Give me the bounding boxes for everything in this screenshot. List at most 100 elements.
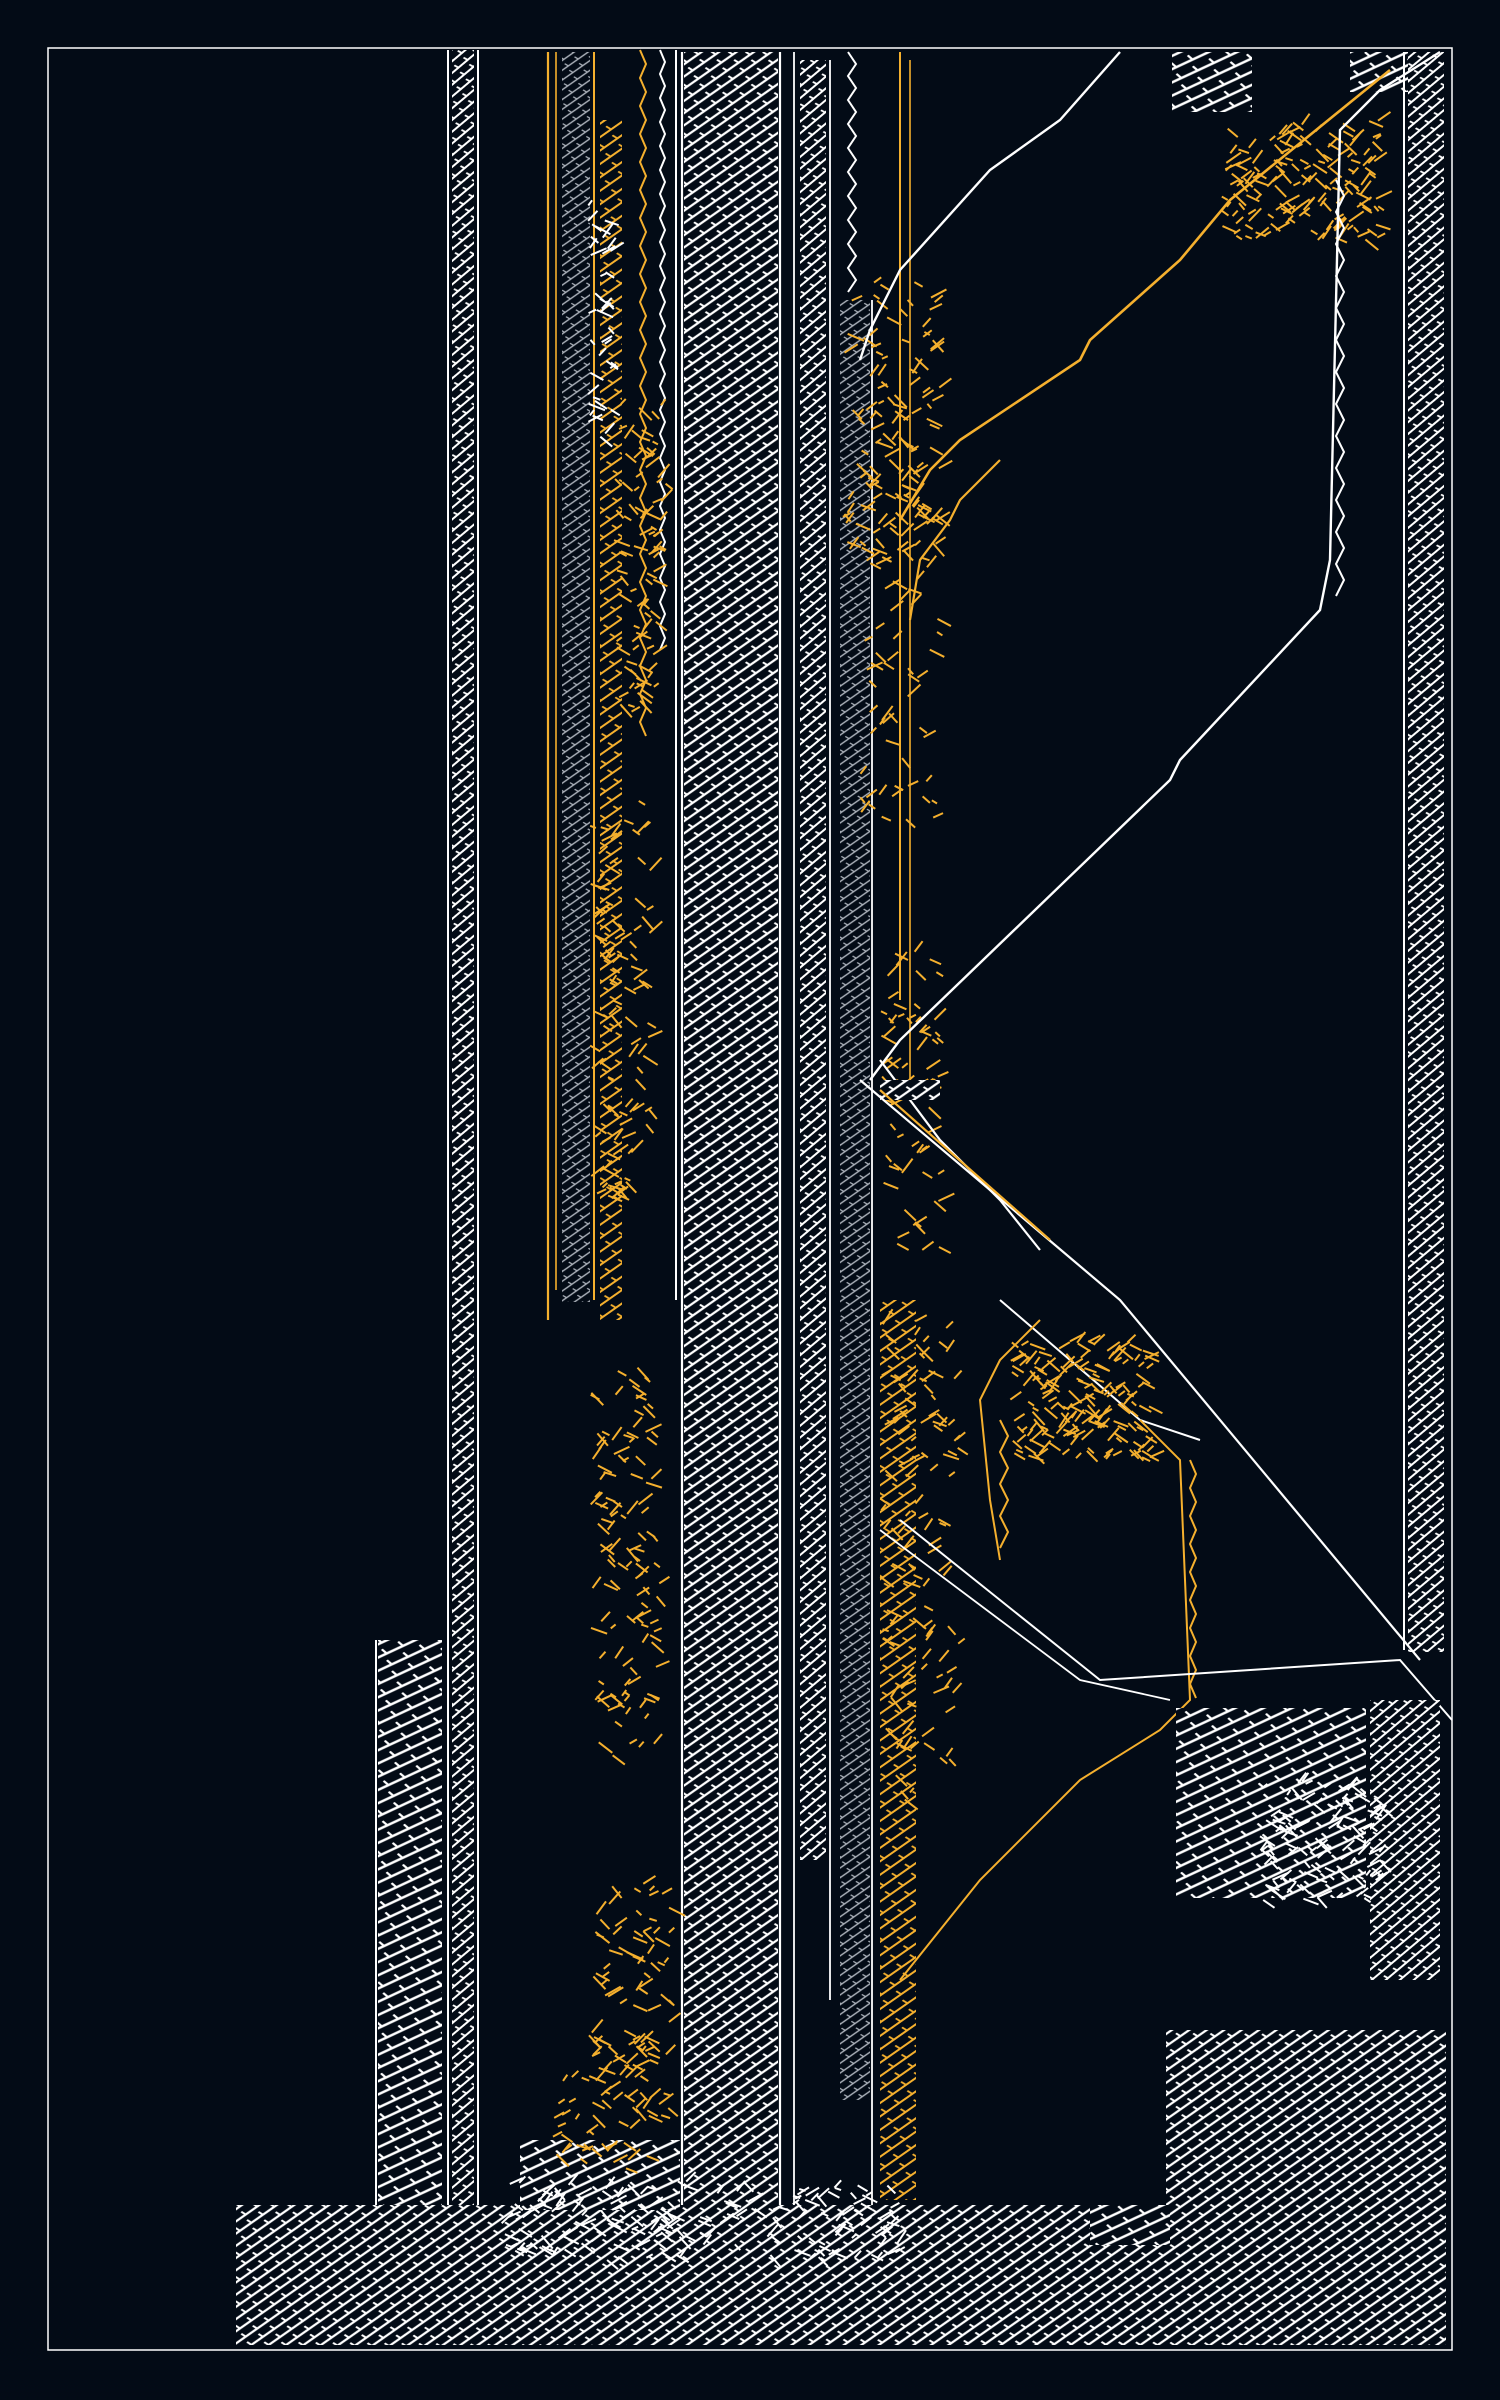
stroke-mark bbox=[915, 1314, 928, 1322]
stroke-mark bbox=[644, 1376, 651, 1383]
stroke-mark bbox=[633, 1930, 644, 1938]
stroke-mark bbox=[631, 1384, 647, 1396]
stroke-mark bbox=[597, 1693, 614, 1703]
stroke-mark bbox=[935, 536, 947, 545]
stroke-mark bbox=[725, 2202, 738, 2209]
stroke-mark bbox=[653, 1627, 663, 1633]
stroke-mark bbox=[921, 502, 933, 511]
stroke-mark bbox=[1342, 1824, 1352, 1831]
stroke-mark bbox=[913, 940, 924, 953]
stroke-mark bbox=[912, 1617, 927, 1630]
stroke-mark bbox=[1375, 1804, 1387, 1820]
stroke-mark bbox=[922, 1351, 934, 1363]
gold-diagonal bbox=[908, 459, 1001, 621]
stroke-mark bbox=[1352, 1874, 1366, 1889]
stroke-mark bbox=[629, 1102, 640, 1113]
stroke-mark bbox=[855, 522, 871, 531]
stroke-mark bbox=[641, 915, 654, 930]
stroke-mark bbox=[934, 294, 944, 303]
stroke-mark bbox=[1107, 1427, 1120, 1442]
stroke-mark bbox=[894, 952, 909, 961]
stroke-mark bbox=[919, 1145, 931, 1154]
stroke-mark bbox=[869, 410, 878, 420]
stroke-mark bbox=[642, 618, 653, 631]
stroke-mark bbox=[647, 2052, 661, 2059]
stroke-mark bbox=[660, 2251, 677, 2263]
stroke-mark bbox=[1377, 205, 1385, 212]
stroke-mark bbox=[1324, 184, 1332, 191]
stroke-mark bbox=[675, 2253, 690, 2264]
stroke-mark bbox=[599, 435, 613, 448]
stroke-mark bbox=[1134, 1353, 1141, 1362]
stroke-mark bbox=[903, 1208, 917, 1222]
stroke-mark bbox=[648, 1885, 656, 1892]
stroke-mark bbox=[634, 506, 645, 514]
stroke-mark bbox=[889, 527, 900, 536]
stroke-mark bbox=[865, 788, 878, 799]
stroke-mark bbox=[571, 2070, 580, 2078]
stroke-mark bbox=[604, 219, 620, 227]
stroke-mark bbox=[633, 1555, 641, 1562]
stroke-mark bbox=[923, 1742, 936, 1751]
stroke-mark bbox=[1013, 1413, 1026, 1422]
stroke-mark bbox=[599, 297, 615, 308]
stroke-mark bbox=[938, 1649, 950, 1663]
stroke-mark bbox=[613, 1127, 624, 1141]
stroke-mark bbox=[1373, 151, 1388, 163]
stroke-mark bbox=[592, 2225, 607, 2237]
stroke-mark bbox=[627, 2183, 640, 2197]
stroke-mark bbox=[1344, 142, 1358, 156]
stroke-mark bbox=[652, 644, 668, 656]
stroke-mark bbox=[901, 1412, 908, 1418]
stroke-mark bbox=[598, 347, 607, 357]
stroke-mark bbox=[614, 1645, 625, 1659]
stroke-mark bbox=[540, 2234, 554, 2250]
stroke-mark bbox=[596, 1436, 606, 1447]
stroke-mark bbox=[1076, 1331, 1087, 1344]
stroke-mark bbox=[1141, 1381, 1156, 1390]
stroke-mark bbox=[624, 1177, 631, 1182]
stroke-mark bbox=[937, 1518, 952, 1527]
stroke-mark bbox=[933, 1424, 944, 1433]
stroke-mark bbox=[862, 469, 873, 479]
gold-texture bbox=[613, 398, 674, 718]
stroke-mark bbox=[612, 1143, 629, 1156]
stroke-mark bbox=[915, 463, 929, 473]
stroke-mark bbox=[630, 2215, 644, 2228]
stroke-mark bbox=[1269, 135, 1276, 142]
stroke-mark bbox=[1106, 1341, 1121, 1352]
stroke-mark bbox=[886, 962, 901, 977]
stroke-mark bbox=[581, 2076, 590, 2082]
stroke-mark bbox=[869, 364, 880, 377]
stroke-mark bbox=[936, 631, 943, 637]
stroke-mark bbox=[623, 1678, 632, 1687]
stroke-mark bbox=[888, 1165, 900, 1171]
stroke-mark bbox=[1328, 142, 1340, 151]
stroke-mark bbox=[1129, 1343, 1143, 1352]
stroke-mark bbox=[655, 2210, 671, 2222]
stroke-mark bbox=[600, 1061, 612, 1071]
stroke-mark bbox=[603, 1471, 617, 1478]
stroke-mark bbox=[604, 863, 621, 875]
stroke-mark bbox=[1303, 1897, 1319, 1906]
stroke-mark bbox=[705, 2227, 715, 2238]
stroke-mark bbox=[617, 592, 633, 603]
stroke-mark bbox=[654, 1937, 671, 1948]
stroke-mark bbox=[1142, 1349, 1159, 1357]
stroke-mark bbox=[909, 1453, 921, 1461]
stroke-mark bbox=[599, 1543, 615, 1556]
stroke-mark bbox=[935, 971, 944, 978]
stroke-mark bbox=[595, 1900, 607, 1915]
stroke-mark bbox=[1364, 238, 1379, 251]
stroke-mark bbox=[653, 1926, 661, 1934]
stroke-mark bbox=[590, 247, 607, 257]
stroke-mark bbox=[1084, 1382, 1094, 1390]
stroke-mark bbox=[626, 1431, 639, 1439]
stroke-mark bbox=[920, 1451, 929, 1459]
top-right-block-small bbox=[1350, 52, 1410, 92]
stroke-mark bbox=[639, 700, 653, 714]
stroke-mark bbox=[623, 819, 634, 825]
stroke-mark bbox=[598, 1651, 607, 1660]
stroke-mark bbox=[907, 1563, 916, 1571]
stroke-mark bbox=[873, 276, 882, 284]
